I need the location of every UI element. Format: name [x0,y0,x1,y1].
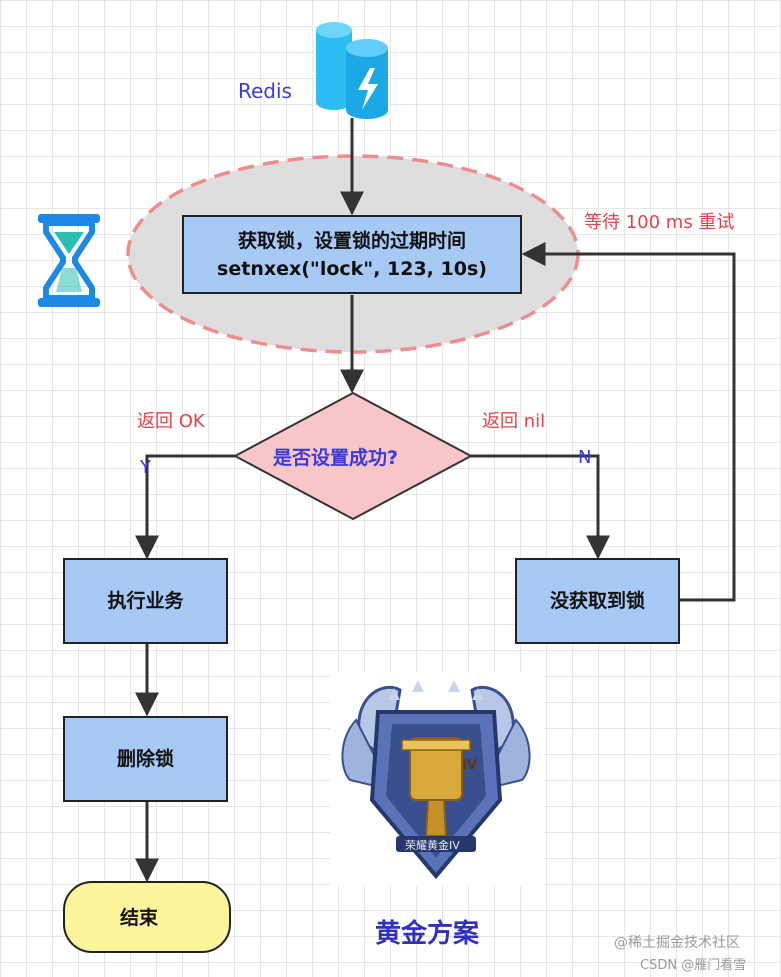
lock-not-acquired-box: 没获取到锁 [515,558,680,644]
acquire-lock-command: setnxex("lock", 123, 10s) [217,257,487,280]
hourglass-icon [38,214,100,307]
delete-lock-text: 删除锁 [116,748,174,770]
execute-business-text: 执行业务 [107,590,184,612]
redis-label: Redis [238,79,292,103]
execute-business-box: 执行业务 [63,558,228,644]
decision-diamond [232,391,474,521]
badge-rank-text: 荣耀黄金IV [405,839,460,852]
acquire-lock-text: 获取锁，设置锁的过期时间 [237,229,466,252]
watermark-csdn: CSDN @雁门看雪 [640,958,747,973]
arrow-yes-to-execute [135,454,235,560]
return-nil-label: 返回 nil [482,411,546,432]
watermark-juejin: @稀土掘金技术社区 [614,935,740,951]
end-text: 结束 [120,907,159,929]
no-label: N [578,447,592,468]
yes-label: Y [140,457,151,478]
arrow-retry-loop [521,242,736,602]
end-terminator [63,881,231,953]
acquire-lock-box: 获取锁，设置锁的过期时间 setnxex("lock", 123, 10s) [182,215,522,294]
footer-title: 黄金方案 [375,919,480,949]
return-ok-label: 返回 OK [137,411,205,432]
delete-lock-box: 删除锁 [63,716,228,802]
lock-not-acquired-text: 没获取到锁 [549,590,645,612]
arrow-no-to-not-acquired [471,454,610,560]
redis-database-icon [316,22,388,119]
gold-rank-badge-icon [330,672,543,886]
retry-label: 等待 100 ms 重试 [584,212,735,233]
badge-tier-text: IV [462,758,477,773]
decision-text: 是否设置成功? [273,447,399,469]
